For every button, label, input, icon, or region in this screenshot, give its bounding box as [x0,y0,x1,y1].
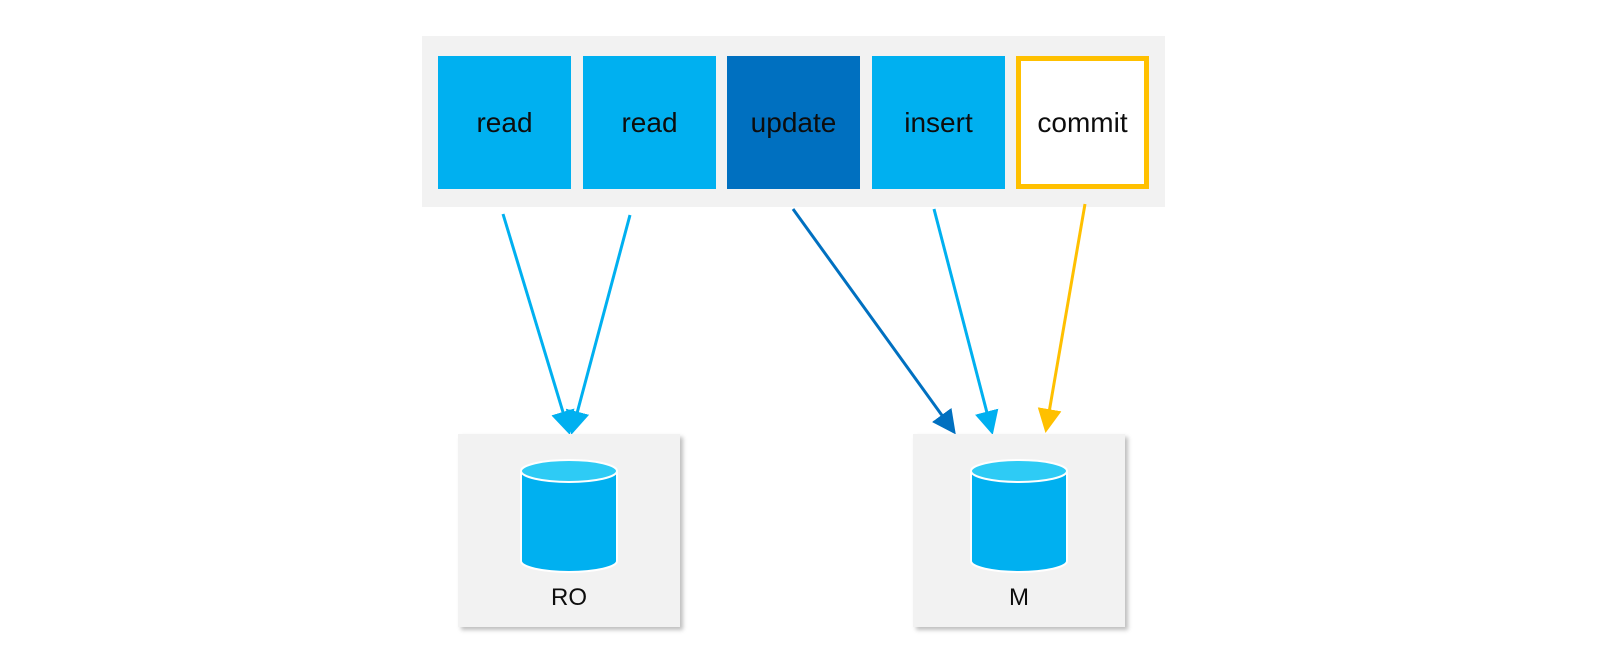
transaction-bar: read read update insert commit [422,36,1165,207]
read-op-1: read [438,56,571,189]
database-label-m: M [1009,584,1029,611]
database-cylinder-icon [970,459,1068,573]
arrow-update-to-m [791,208,956,435]
update-op: update [727,56,860,189]
insert-op: insert [872,56,1005,189]
arrow-read-1-to-ro [501,213,575,435]
database-cylinder-icon [520,459,618,573]
m-database-box: M [913,434,1125,627]
arrow-read-2-to-ro [565,214,632,435]
database-label-ro: RO [551,584,587,611]
read-op-2: read [583,56,716,189]
ro-database-box: RO [458,434,680,627]
arrow-commit-to-m [1037,203,1087,433]
commit-op: commit [1016,56,1149,189]
arrow-insert-to-m [932,208,999,435]
